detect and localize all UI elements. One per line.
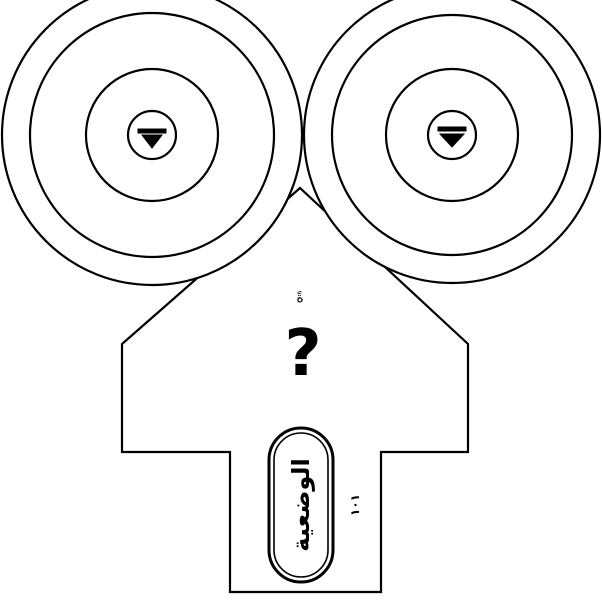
side-number: ١٠١ [348, 494, 362, 516]
top-small-mark: ةً [296, 290, 303, 306]
pill-label: الوضعية [287, 458, 315, 551]
right-reel [304, 0, 600, 283]
left-reel [2, 0, 302, 285]
pill-label-group: الوضعية [269, 428, 333, 582]
question-mark: ? [284, 317, 321, 391]
